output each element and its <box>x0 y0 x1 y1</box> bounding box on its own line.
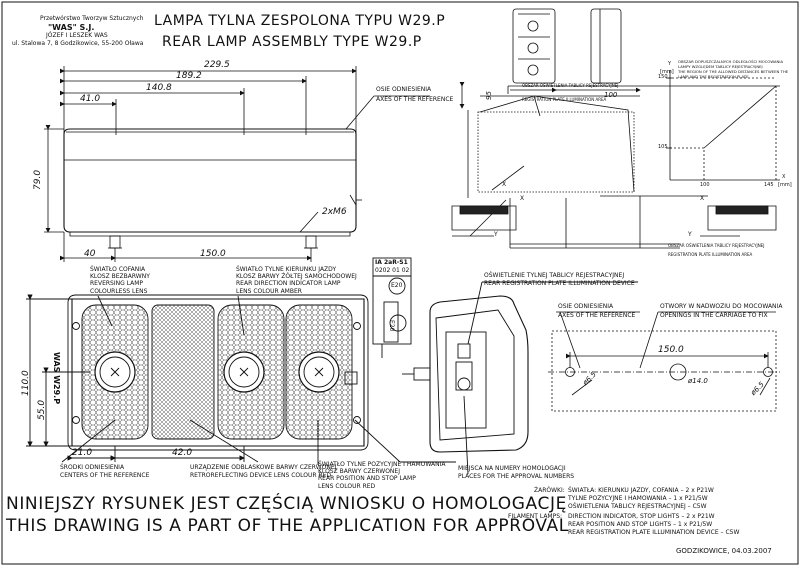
axes-label-en: AXES OF THE REFERENCE <box>376 96 454 103</box>
graph-x-axis: X <box>782 174 786 180</box>
footer-statement-en: THIS DRAWING IS A PART OF THE APPLICATIO… <box>6 516 569 536</box>
install-holes-pl: OTWORY W NADWOZIU DO MOCOWANIA <box>660 303 783 310</box>
mount-note-en: REGISTRATION PLATE ILLUMINATION AREA <box>522 97 607 102</box>
bulbs-en-3: REAR REGISTRATION PLATE ILLUMINATION DEV… <box>568 529 740 536</box>
mount-note-en-2: REGISTRATION PLATE ILLUMINATION AREA <box>668 252 753 257</box>
bulbs-pl-1: ŚWIATŁA: KIERUNKU JAZDY, COFANIA – 2 x P… <box>568 487 714 494</box>
e-mark-2: E20 <box>388 320 395 332</box>
bulbs-en-1: DIRECTION INDICATOR, STOP LIGHTS – 2 x P… <box>568 513 715 520</box>
bulbs-pl-2: TYLNE POZYCYJNE I HAMOWANIA – 1 x P21/5W <box>568 495 708 502</box>
install-dim-d14: ø14.0 <box>688 377 708 385</box>
approval-code-2: 0202 01 02 <box>375 267 410 274</box>
bulbs-label-en: FILAMENT LAMPS: <box>508 513 563 520</box>
position-lamp-en: REAR POSITION AND STOP LAMP <box>318 475 416 482</box>
dim-55: 55.0 <box>37 399 47 420</box>
install-dim-150: 150.0 <box>658 345 684 355</box>
direction-lens-pl: KLOSZ BARWY ŻÓŁTEJ SAMOCHODOWEJ <box>236 273 357 280</box>
approval-places-en: PLACES FOR THE APPROVAL NUMBERS <box>458 473 575 480</box>
mount-views <box>451 8 780 249</box>
graph-y-max: 150 <box>658 74 668 80</box>
install-axes-pl: OSIE ODNIESIENIA <box>558 303 614 310</box>
plate-light-en: REAR REGISTRATION PLATE ILLUMINATION DEV… <box>484 280 635 287</box>
axes-label-pl: OSIE ODNIESIENIA <box>376 86 432 93</box>
dim-229-5: 229.5 <box>204 60 230 70</box>
dim-110: 110.0 <box>21 370 31 396</box>
dim-21: 21.0 <box>72 448 93 458</box>
dim-42: 42.0 <box>172 448 193 458</box>
install-holes-en: OPENINGS IN THE CARRIAGE TO FIX <box>660 312 768 319</box>
centers-label-pl: ŚRODKI ODNIESIENIA <box>60 464 125 471</box>
retro-label-en: RETROREFLECTING DEVICE LENS COLOUR RED <box>190 472 332 479</box>
axis-x-label-2: X <box>700 195 705 202</box>
direction-lamp-pl: ŚWIATŁO TYLNE KIERUNKU JAZDY <box>236 266 337 273</box>
drawing-title-pl: LAMPA TYLNA ZESPOLONA TYPU W29.P <box>154 13 446 29</box>
plate-light-pl: OŚWIETLENIE TYLNEJ TABLICY REJESTRACYJNE… <box>484 272 625 279</box>
direction-lamp-en: REAR DIRECTION INDICATOR LAMP <box>236 280 341 287</box>
homologation-box <box>372 257 412 358</box>
mount-dim-100: 100 <box>604 91 618 99</box>
front-view <box>26 294 456 465</box>
axis-x-label-3: X <box>520 195 525 202</box>
graph-y-unit: [mm] <box>660 69 674 75</box>
position-lamp-pl: ŚWIATŁO TYLNE POZYCYJNE I HAMOWANIA <box>318 461 446 468</box>
mount-note-pl-2: OBSZAR OŚWIETLENIA TABLICY REJESTRACYJNE… <box>668 243 765 248</box>
top-view <box>44 66 430 262</box>
distance-graph <box>666 70 780 181</box>
e-mark-1: E20 <box>391 282 403 289</box>
reverse-lens-pl: KLOSZ BEZBARWNY <box>90 273 150 280</box>
company-name: Przetwórstwo Tworzyw Sztucznych <box>40 15 144 22</box>
position-lens-en: LENS COLOUR RED <box>318 483 376 490</box>
company-owners: JÓZEF I LESZEK WAS <box>46 32 108 39</box>
company-address: ul. Stalowa 7, 8 Godzikowice, 55-200 Oła… <box>12 40 144 47</box>
screws-label: 2xM6 <box>322 207 347 217</box>
dim-40: 40 <box>84 249 96 259</box>
reverse-lens-en: COLOURLESS LENS <box>90 288 148 295</box>
dim-150-top: 150.0 <box>200 249 226 259</box>
axis-y-label-1: Y <box>494 231 498 238</box>
approval-code-1: IA 2aR-S1 <box>375 259 408 266</box>
position-lens-pl: KLOSZ BARWY CZERWONEJ <box>318 468 400 475</box>
mount-dim-95: 95 <box>485 91 493 100</box>
retro-label-pl: URZĄDZENIE ODBLASKOWE BARWY CZERWONEJ <box>190 464 337 471</box>
centers-label-en: CENTERS OF THE REFERENCE <box>60 472 150 479</box>
graph-y-axis: Y <box>668 61 672 67</box>
axis-y-label-2: Y <box>688 231 692 238</box>
type-marking: WAS W29.P <box>52 352 61 405</box>
footer-date: GODZIKOWICE, 04.03.2007 <box>676 547 772 555</box>
dim-189-2: 189.2 <box>176 71 202 81</box>
reverse-lamp-en: REVERSING LAMP <box>90 280 144 287</box>
company-short: "WAS" S.J. <box>48 23 95 32</box>
graph-y-mid: 105 <box>658 144 668 150</box>
install-view <box>548 311 780 412</box>
dim-79: 79.0 <box>33 169 43 190</box>
side-view <box>402 281 638 475</box>
bulbs-pl-3: OŚWIETLENIA TABLICY REJESTRACYJNEJ – C5W <box>568 503 707 510</box>
bulbs-label-pl: ŻARÓWKI: <box>534 487 565 494</box>
dim-140-8: 140.8 <box>146 83 172 93</box>
drawing-title-en: REAR LAMP ASSEMBLY TYPE W29.P <box>162 34 422 50</box>
axis-x-label-1: X <box>502 181 507 188</box>
graph-x-min: 100 <box>700 182 710 188</box>
approval-places-pl: MIEJSCA NA NUMERY HOMOLOGACJI <box>458 465 566 472</box>
graph-note-en: THE REGION OF THE ALLOWED DISTANCES BETW… <box>678 69 789 79</box>
direction-lens-en: LENS COLOUR AMBER <box>236 288 302 295</box>
footer-statement-pl: NINIEJSZY RYSUNEK JEST CZĘŚCIĄ WNIOSKU O… <box>6 494 567 514</box>
mount-note-pl: OBSZAR OŚWIETLENIA TABLICY REJESTRACYJNE… <box>522 83 619 88</box>
graph-x-max: 145 <box>764 182 774 188</box>
bulbs-en-2: REAR POSITION AND STOP LIGHTS – 1 x P21/… <box>568 521 713 528</box>
graph-note-pl: OBSZAR DOPUSZCZALNYCH ODLEGŁOŚCI MOCOWAN… <box>678 59 784 69</box>
install-axes-en: AXES OF THE REFERENCE <box>558 312 636 319</box>
reverse-lamp-pl: ŚWIATŁO COFANIA <box>90 266 146 273</box>
graph-x-unit: [mm] <box>778 182 792 188</box>
dim-41: 41.0 <box>80 94 101 104</box>
